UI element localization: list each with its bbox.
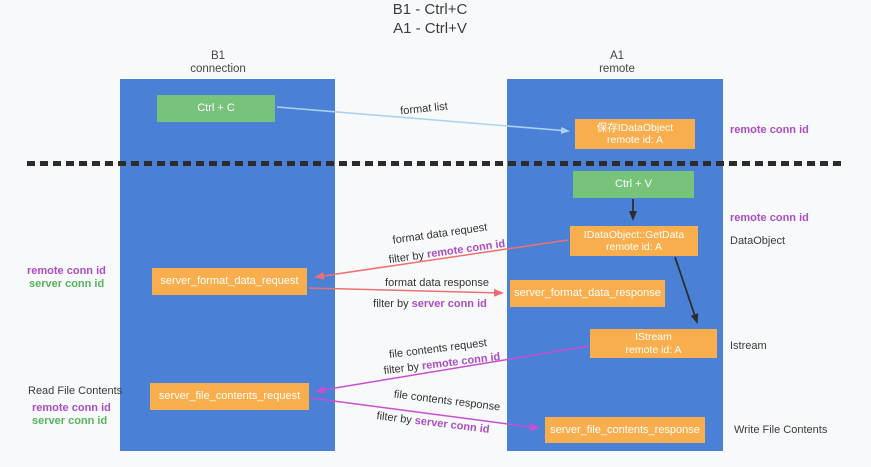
edge-label-filter-server-1: filter by server conn id [373, 298, 487, 310]
diagram-title: B1 - Ctrl+C A1 - Ctrl+V [0, 0, 860, 38]
edge-label-format-data-response: format data response [385, 277, 489, 289]
edge-label-format-list: format list [399, 100, 449, 118]
label-dataobject: DataObject [730, 235, 786, 247]
node-istream-line2: remote id: A [625, 343, 682, 356]
node-istream: IStream remote id: A [590, 329, 717, 358]
title-line-2: A1 - Ctrl+V [393, 20, 467, 37]
filter-by-text: filter by [388, 248, 428, 267]
filter-server-conn-id-text: server conn id [411, 298, 487, 310]
label-server-conn-id-left-2: server conn id [32, 415, 108, 427]
edge-label-file-contents-response: file contents response [393, 388, 501, 414]
node-idataobject-getdata-line2: remote id: A [605, 241, 663, 253]
node-server-file-contents-response: server_file_contents_response [545, 417, 705, 443]
filter-by-text: filter by [373, 298, 412, 310]
title-line-1: B1 - Ctrl+C [392, 1, 468, 18]
node-istream-line1: IStream [635, 331, 672, 343]
column-b1-subtitle: connection [190, 63, 246, 75]
column-b1-name: B1 [210, 50, 226, 62]
clipboard-boundary-dashed-line [27, 161, 845, 166]
column-a1-name: A1 [609, 50, 625, 62]
node-save-idataobject-line1: 保存IDataObject [596, 121, 674, 134]
column-header-b1: B1 connection [153, 50, 283, 76]
node-server-format-data-request-label: server_format_data_request [160, 275, 299, 287]
node-server-file-contents-request-label: server_file_contents_request [158, 390, 301, 402]
column-a1-subtitle: remote [599, 63, 635, 75]
node-ctrl-v-label: Ctrl + V [615, 178, 652, 190]
node-save-idataobject: 保存IDataObject remote id: A [575, 119, 695, 149]
label-read-file-contents: Read File Contents [28, 385, 123, 397]
node-idataobject-getdata: IDataObject::GetData remote id: A [570, 226, 698, 256]
filter-remote-conn-id-text: remote conn id [426, 237, 506, 261]
node-server-file-contents-request: server_file_contents_request [150, 383, 309, 410]
label-remote-conn-id-left-2: remote conn id [32, 402, 111, 414]
filter-by-text: filter by [375, 410, 416, 427]
node-idataobject-getdata-line1: IDataObject::GetData [583, 228, 685, 241]
label-write-file-contents: Write File Contents [734, 424, 828, 436]
node-server-format-data-response: server_format_data_response [510, 280, 665, 307]
node-ctrl-c: Ctrl + C [157, 95, 275, 122]
label-remote-conn-id-right-2: remote conn id [730, 212, 809, 224]
filter-server-conn-id-text: server conn id [414, 414, 491, 436]
node-ctrl-v: Ctrl + V [573, 171, 694, 198]
label-remote-conn-id-left-1: remote conn id [27, 265, 106, 277]
filter-by-text: filter by [383, 360, 423, 378]
column-header-a1: A1 remote [552, 50, 682, 76]
label-server-conn-id-left-1: server conn id [29, 278, 105, 290]
node-ctrl-c-label: Ctrl + C [197, 102, 235, 114]
label-istream: Istream [730, 340, 767, 352]
node-server-format-data-response-label: server_format_data_response [514, 287, 661, 299]
edge-label-filter-server-2: filter by server conn id [376, 410, 490, 436]
label-remote-conn-id-right-1: remote conn id [730, 124, 809, 136]
node-save-idataobject-line2: remote id: A [606, 134, 664, 146]
node-server-file-contents-response-label: server_file_contents_response [550, 423, 700, 436]
node-server-format-data-request: server_format_data_request [152, 268, 307, 295]
